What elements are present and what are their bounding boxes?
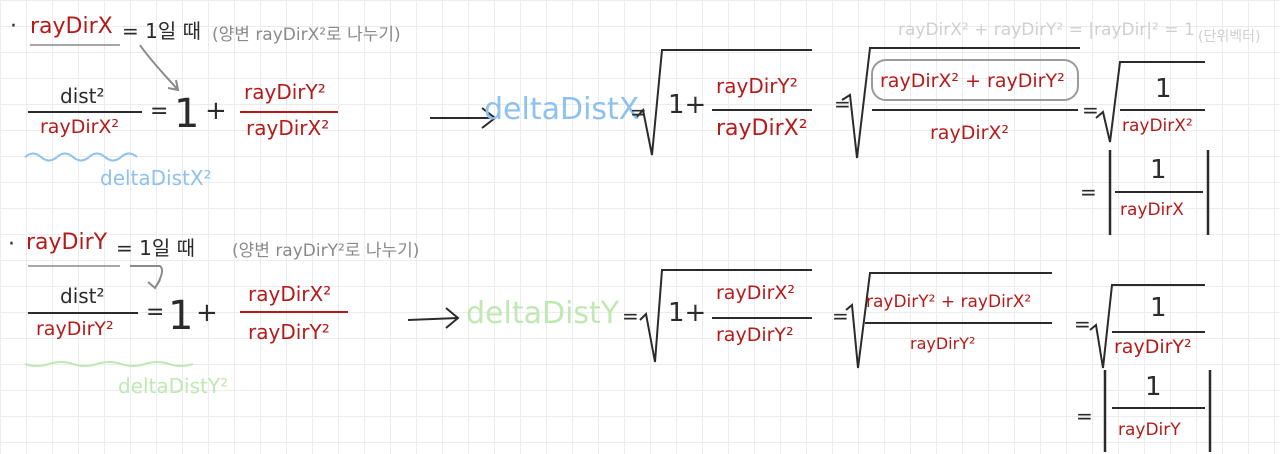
lhs-denominator-1: rayDirX²: [40, 116, 120, 138]
unit-vector-note: rayDirX² + rayDirY² = |rayDir|² = 1: [898, 20, 1195, 40]
lhs-label-2: deltaDistY²: [118, 374, 229, 398]
radical-4: [639, 269, 812, 363]
condition-var-1: rayDirX: [30, 14, 113, 39]
sqrt-numerator-1: rayDirY²: [716, 74, 798, 98]
sqrt2-numerator-1: rayDirX² + rayDirY²: [880, 70, 1065, 92]
result-var-1: deltaDistX: [484, 92, 640, 127]
lhs-wavy-underline-1: [24, 152, 138, 162]
radical-1: [635, 49, 812, 156]
arrow-1: [430, 107, 497, 129]
sqrt-one-plus-1: 1+: [668, 90, 707, 120]
equals-2d: =: [1074, 312, 1091, 336]
radical-3: [1095, 61, 1205, 143]
condition-var-2: rayDirY: [26, 230, 108, 255]
condition-arrow-1: [139, 44, 180, 92]
condition-arrow-2: [130, 265, 164, 290]
bullet-2: ·: [8, 232, 15, 257]
rhs-denominator-2: rayDirY²: [248, 320, 330, 344]
one-1: 1: [174, 91, 200, 137]
abs-denominator-2: rayDirY: [1118, 420, 1181, 440]
abs-numerator-1: 1: [1150, 155, 1167, 185]
rhs-numerator-2: rayDirX²: [248, 282, 332, 306]
lhs-numerator-2: dist²: [60, 284, 105, 308]
sqrt2-denominator-1: rayDirX²: [930, 122, 1010, 144]
sqrt-denominator-1: rayDirX²: [716, 116, 808, 141]
equals-2b: =: [622, 304, 639, 328]
equals-1e: =: [1080, 180, 1097, 204]
result-var-2: deltaDistY: [466, 296, 620, 331]
equals-2e: =: [1076, 404, 1093, 428]
condition-note-1: (양변 rayDirX²로 나누기): [212, 25, 401, 45]
rhs-numerator-1: rayDirY²: [244, 80, 326, 104]
condition-note-2: (양변 rayDirY²로 나누기): [232, 241, 420, 261]
abs-numerator-2: 1: [1145, 372, 1162, 402]
sqrt2-denominator-2: rayDirY²: [910, 334, 976, 353]
abs-denominator-1: rayDirX: [1120, 200, 1184, 220]
equals-1d: =: [1082, 98, 1099, 122]
highlight-box-1: [871, 59, 1079, 101]
sqrt3-numerator-1: 1: [1155, 74, 1172, 104]
bullet-1: ·: [10, 14, 17, 39]
radical-6: [1089, 284, 1205, 369]
lhs-label-1: deltaDistX²: [100, 166, 212, 190]
radical-2: [841, 47, 1080, 159]
sqrt3-numerator-2: 1: [1150, 293, 1167, 323]
lhs-wavy-underline-2: [24, 361, 194, 367]
plus-2: +: [196, 298, 218, 328]
unit-vector-label: (단위벡터): [1198, 29, 1261, 45]
plus-1: +: [205, 96, 227, 126]
equals-2c: =: [832, 304, 849, 328]
arrow-2: [407, 307, 460, 329]
sqrt-numerator-2: rayDirX²: [716, 282, 796, 304]
equals-1c: =: [834, 92, 851, 116]
condition-eq-2: = 1일 때: [116, 236, 195, 260]
sqrt3-denominator-2: rayDirY²: [1114, 336, 1192, 358]
condition-eq-1: = 1일 때: [122, 19, 201, 43]
equals-1b: =: [630, 100, 647, 124]
sqrt3-denominator-1: rayDirX²: [1122, 116, 1193, 136]
lhs-numerator-1: dist²: [60, 84, 105, 108]
one-2: 1: [168, 293, 194, 339]
lhs-denominator-2: rayDirY²: [36, 318, 114, 340]
sqrt2-numerator-2: rayDirY² + rayDirX²: [866, 292, 1032, 312]
equals-1a: =: [150, 99, 169, 124]
equals-2a: =: [146, 300, 165, 325]
sqrt-one-plus-2: 1+: [668, 298, 707, 328]
radical-5: [845, 272, 1052, 369]
rhs-denominator-1: rayDirX²: [246, 116, 330, 140]
sqrt-denominator-2: rayDirY²: [716, 324, 794, 346]
